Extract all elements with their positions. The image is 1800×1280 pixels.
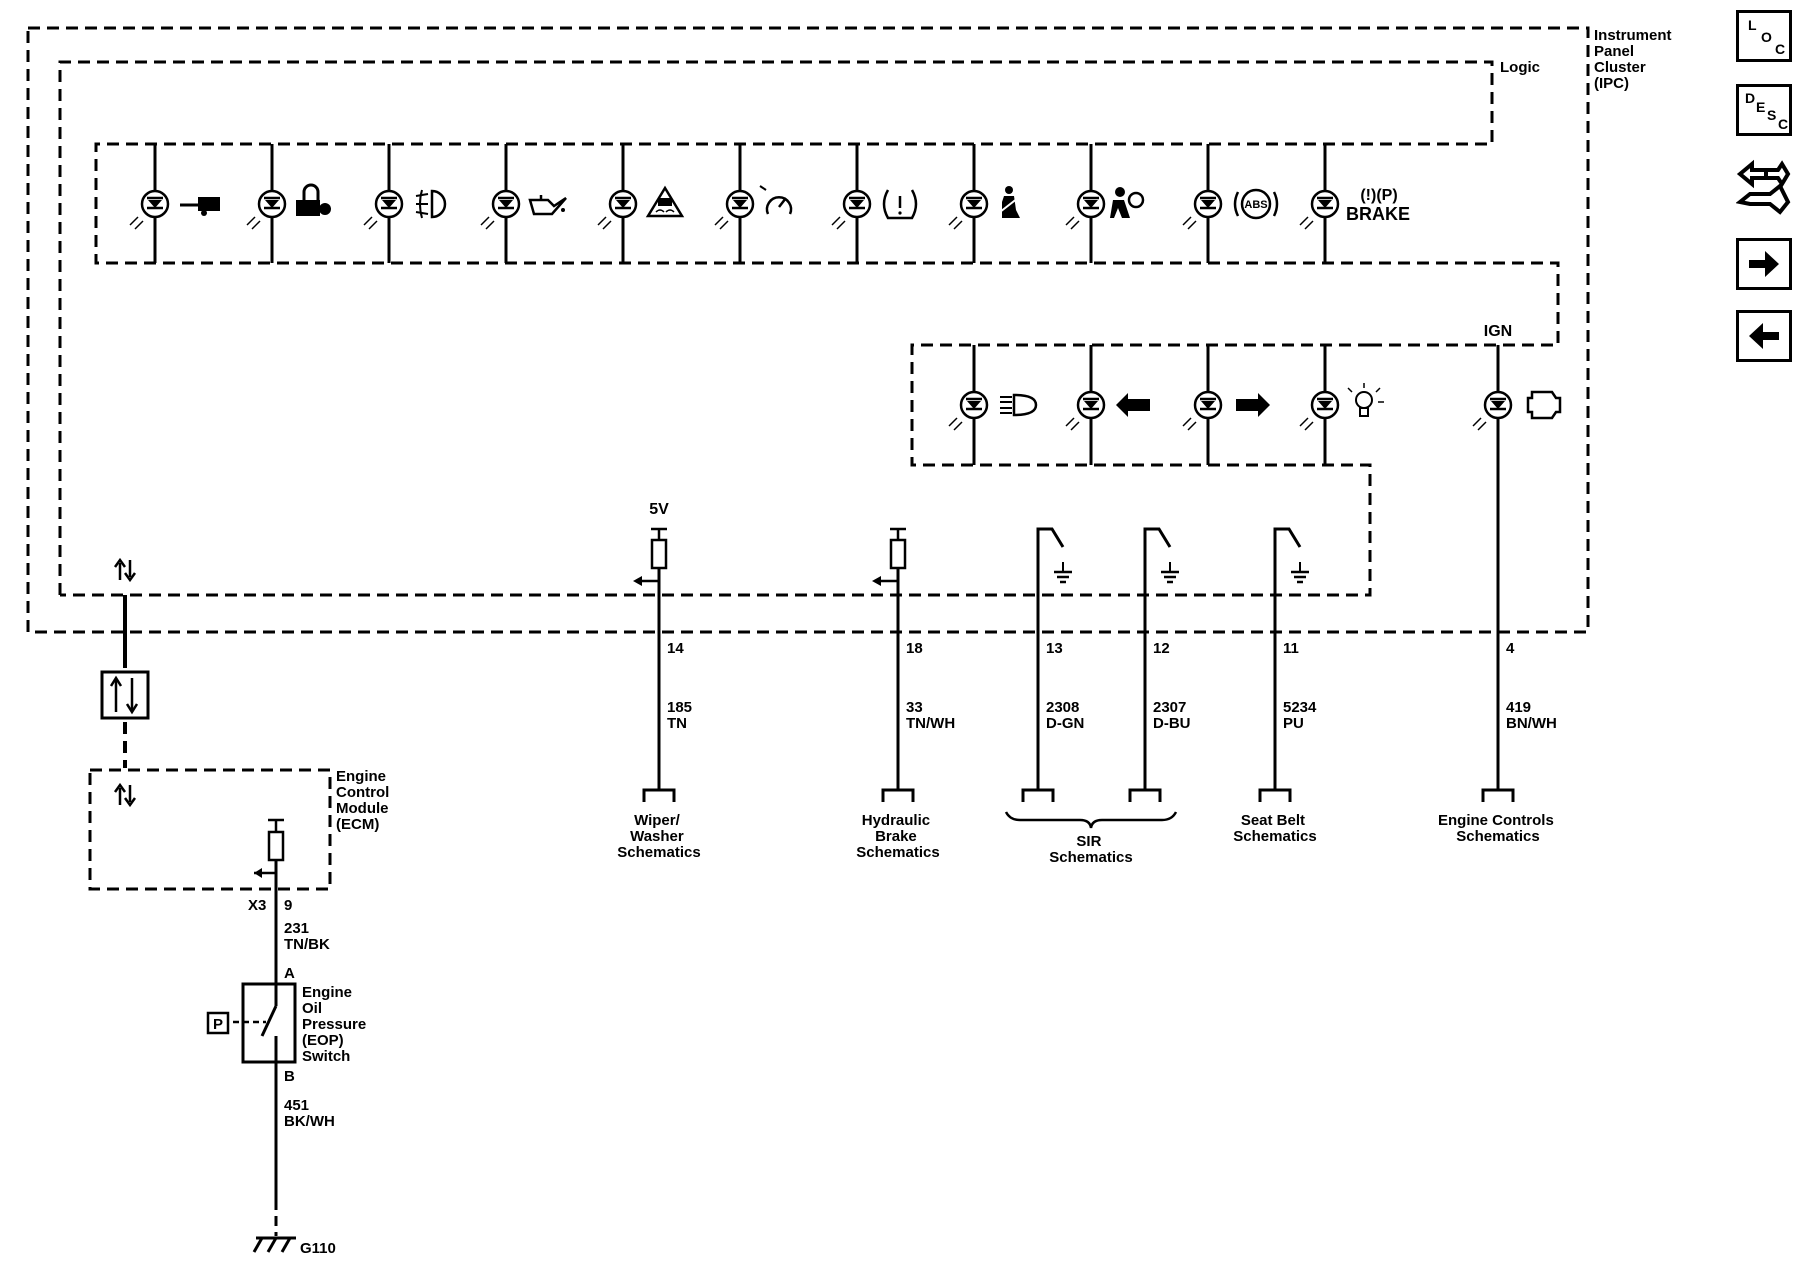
location-button[interactable]: L O C: [1736, 10, 1792, 62]
svg-text:18: 18: [906, 640, 923, 657]
indicator-cruise-control: [713, 144, 793, 263]
sir-brace: [1004, 811, 1178, 829]
sir-destination: SIR Schematics: [1049, 833, 1132, 866]
svg-text:11: 11: [1283, 640, 1299, 657]
high-beam-icon: [1000, 393, 1038, 417]
svg-text:TN/WH: TN/WH: [906, 715, 955, 732]
abs-icon: ABS: [1233, 188, 1279, 220]
indicator-traction-control: [596, 144, 685, 263]
data-arrows-icon: [113, 557, 137, 583]
connector-icon[interactable]: [1735, 156, 1792, 220]
svg-text:Engine Controls Schemati: Engine Controls Schematics: [1438, 812, 1558, 845]
ipc-module-boundary: [26, 26, 1590, 634]
indicator-abs: ABS: [1181, 144, 1279, 263]
circuit-sir-12: 12 2307 D-BU: [1128, 527, 1191, 804]
indicator-fog-light: [362, 144, 447, 263]
circuit-hydraulic-brake: 18 33 TN/WH Hydraulic Brake Schematics: [856, 527, 955, 861]
svg-text:Hydraulic Brake Sc: Hydraulic Brake Schematics: [856, 812, 939, 861]
ecm-wire-color: TN/BK: [284, 936, 330, 953]
airbag-icon: [1110, 187, 1145, 218]
svg-text:D-GN: D-GN: [1046, 715, 1084, 732]
tire-pressure-icon: [882, 189, 918, 220]
indicator-row-top: ABS (!)(P)BRAKE: [128, 144, 1410, 263]
svg-text:4: 4: [1506, 640, 1515, 657]
ecm-module-boundary: [88, 768, 332, 891]
logic-label: Logic: [1500, 59, 1540, 76]
switch-pin-b: B: [284, 1068, 295, 1085]
serial-data-link: [100, 557, 150, 768]
trailer-icon: [180, 197, 220, 216]
ground-wire-circuit: 451: [284, 1097, 309, 1114]
svg-text:P: P: [213, 1016, 223, 1033]
ecm-wire-circuit: 231: [284, 920, 309, 937]
svg-text:33: 33: [906, 699, 923, 716]
ecm-pin-label: 9: [284, 897, 292, 914]
indicator-row-bottom: [947, 345, 1384, 465]
indicator-turn-right: [1181, 345, 1270, 465]
indicator-tire-pressure: [830, 144, 918, 263]
svg-text:BRAKE: BRAKE: [1346, 204, 1410, 224]
turn-right-icon: [1236, 393, 1270, 417]
eop-label: Engine Oil Pressure (EOP) Switch: [302, 984, 370, 1065]
circuit-wiper-washer: 5V 14 185 TN Wiper/ Washer Schematics: [617, 501, 700, 861]
indicator-high-beam: [947, 345, 1038, 465]
brake-icon: (!)(P)BRAKE: [1346, 187, 1410, 224]
svg-text:PU: PU: [1283, 715, 1304, 732]
logic-boundary: [58, 60, 1560, 597]
next-arrow-icon[interactable]: [1736, 238, 1792, 290]
indicator-security: [245, 144, 331, 263]
svg-text:14: 14: [667, 640, 684, 657]
svg-text:2308: 2308: [1046, 699, 1079, 716]
svg-text:419: 419: [1506, 699, 1531, 716]
indicator-oil-pressure: [479, 144, 567, 263]
circuit-engine-controls: 4 419 BN/WH Engine Controls Schematics: [1438, 640, 1558, 845]
supply-5v-label: 5V: [649, 501, 669, 518]
lamp-icon: [1347, 383, 1384, 417]
ground-g110-icon: [252, 1236, 296, 1253]
svg-text:BN/WH: BN/WH: [1506, 715, 1557, 732]
ground-label: G110: [300, 1240, 336, 1257]
ecm-connector-label: X3: [248, 897, 266, 914]
circuit-sir-13: 13 2308 D-GN: [1021, 527, 1084, 804]
svg-text:(!)(P): (!)(P): [1360, 187, 1397, 204]
seat-belt-icon: [999, 186, 1020, 218]
svg-text:13: 13: [1046, 640, 1063, 657]
check-engine-icon: [1526, 390, 1562, 420]
svg-text:12: 12: [1153, 640, 1170, 657]
ign-label: IGN: [1484, 323, 1512, 340]
ecm-data-arrows-icon: [113, 782, 137, 808]
indicator-turn-left: [1064, 345, 1150, 465]
indicator-seat-belt: [947, 144, 1020, 263]
svg-text:Seat Belt Schematics: Seat Belt Schematics: [1233, 812, 1316, 845]
pressure-icon: [206, 1011, 230, 1035]
fog-light-icon: [415, 189, 447, 219]
svg-text:185: 185: [667, 699, 692, 716]
svg-text:5234: 5234: [1283, 699, 1317, 716]
svg-text:Wiper/ Washer Sche: Wiper/ Washer Schematics: [617, 812, 700, 861]
turn-left-icon: [1116, 393, 1150, 417]
svg-text:2307: 2307: [1153, 699, 1186, 716]
indicator-lamp: [1298, 345, 1384, 465]
description-button[interactable]: D E S C: [1736, 84, 1792, 136]
switch-pin-a: A: [284, 965, 295, 982]
ecm-label: Engine Control Module (ECM): [336, 768, 394, 833]
ground-wire-color: BK/WH: [284, 1113, 335, 1130]
traction-control-icon: [645, 185, 685, 218]
ign-circuit: IGN: [1471, 323, 1562, 790]
oil-pressure-icon: [528, 195, 567, 216]
indicator-brake: (!)(P)BRAKE: [1298, 144, 1410, 263]
security-lock-icon: [296, 183, 331, 216]
indicator-trailer: [128, 144, 220, 263]
indicator-airbag: [1064, 144, 1145, 263]
cruise-control-icon: [759, 185, 793, 215]
circuit-seat-belt: 11 5234 PU Seat Belt Schematics: [1233, 527, 1317, 845]
svg-text:TN: TN: [667, 715, 687, 732]
svg-text:D-BU: D-BU: [1153, 715, 1191, 732]
serial-data-connector-icon: [100, 670, 150, 720]
previous-arrow-icon[interactable]: [1736, 310, 1792, 362]
ipc-label: Instrument Panel Cluster (IPC): [1594, 27, 1676, 92]
svg-text:ABS: ABS: [1244, 199, 1267, 211]
